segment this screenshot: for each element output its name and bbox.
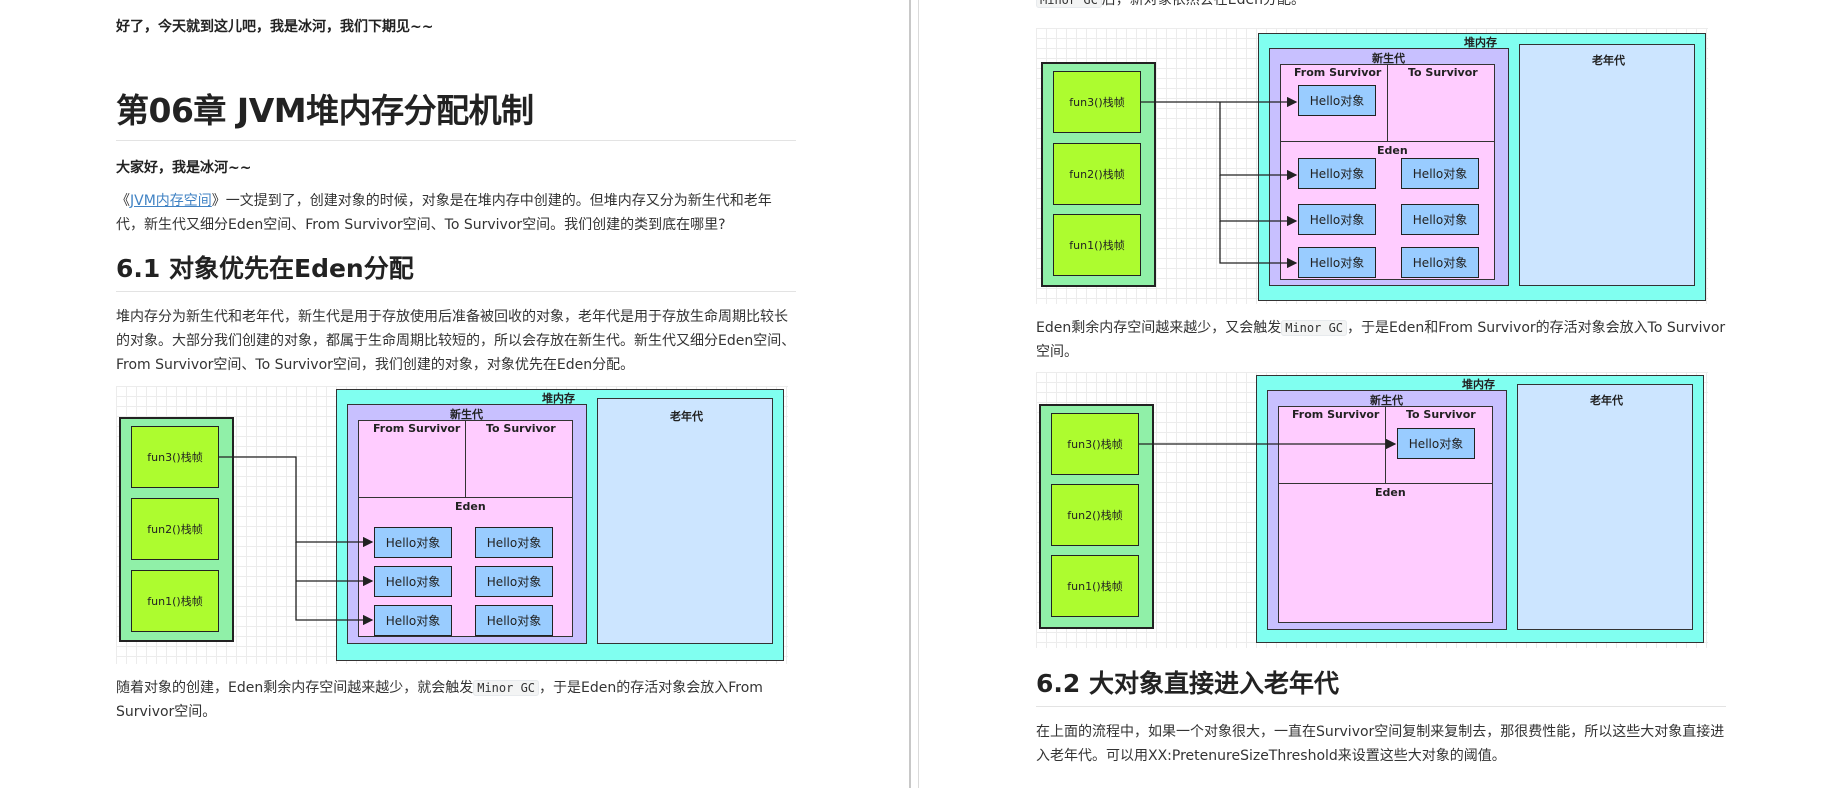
eden-label: Eden bbox=[455, 500, 486, 513]
intro-paragraph: 《JVM内存空间》一文提到了，创建对象的时候，对象是在堆内存中创建的。但堆内存又… bbox=[116, 189, 796, 237]
young-gen-label: 新生代 bbox=[1372, 52, 1405, 65]
frame-fun1: fun1()栈帧 bbox=[1051, 555, 1139, 617]
young-gen-label: 新生代 bbox=[1370, 394, 1403, 407]
old-gen-box bbox=[1519, 44, 1695, 286]
eden-box bbox=[1278, 483, 1493, 623]
chapter-title: 第06章 JVM堆内存分配机制 bbox=[116, 84, 796, 141]
jvm-memory-link[interactable]: JVM内存空间 bbox=[130, 193, 212, 209]
young-gen-label: 新生代 bbox=[450, 408, 483, 421]
hello-object: Hello对象 bbox=[1298, 158, 1376, 189]
heap-diagram-1: fun3()栈帧 fun2()栈帧 fun1()栈帧 堆内存 新生代 From … bbox=[116, 386, 788, 664]
farewell-text: 好了，今天就到这儿吧，我是冰河，我们下期见~~ bbox=[116, 16, 796, 36]
section-6-1-paragraph: 堆内存分为新生代和老年代，新生代是用于存放使用后准备被回收的对象，老年代是用于存… bbox=[116, 309, 796, 373]
reference-arrows bbox=[219, 456, 374, 626]
old-gen-box bbox=[1517, 384, 1693, 630]
greeting-text: 大家好，我是冰河~~ bbox=[116, 160, 252, 176]
old-gen-label: 老年代 bbox=[670, 410, 703, 423]
from-survivor-box bbox=[1278, 406, 1386, 484]
from-survivor-label: From Survivor bbox=[1292, 408, 1380, 421]
hello-object: Hello对象 bbox=[1298, 85, 1376, 116]
frame-fun2: fun2()栈帧 bbox=[1053, 143, 1141, 205]
from-survivor-label: From Survivor bbox=[1294, 66, 1382, 79]
hello-object: Hello对象 bbox=[374, 566, 452, 597]
frame-fun3: fun3()栈帧 bbox=[1051, 413, 1139, 475]
old-gen-label: 老年代 bbox=[1590, 394, 1623, 407]
hello-object: Hello对象 bbox=[475, 527, 553, 558]
section-6-1-title: 6.1 对象优先在Eden分配 bbox=[116, 249, 796, 292]
page-divider bbox=[918, 0, 919, 788]
hello-object: Hello对象 bbox=[1401, 158, 1479, 189]
to-survivor-label: To Survivor bbox=[1406, 408, 1476, 421]
to-survivor-label: To Survivor bbox=[486, 422, 556, 435]
frame-fun3: fun3()栈帧 bbox=[131, 426, 219, 488]
heap-label: 堆内存 bbox=[542, 392, 575, 405]
hello-object: Hello对象 bbox=[374, 527, 452, 558]
top-suffix: 后，新对象依然会在Eden分配。 bbox=[1101, 0, 1306, 8]
hello-object: Hello对象 bbox=[1298, 247, 1376, 278]
intro-prefix: 《 bbox=[116, 193, 130, 209]
frame-fun3: fun3()栈帧 bbox=[1053, 71, 1141, 133]
eden-label: Eden bbox=[1375, 486, 1406, 499]
section-6-2-paragraph: 在上面的流程中，如果一个对象很大，一直在Survivor空间复制来复制去，那很费… bbox=[1036, 724, 1725, 764]
mid-suffix: ，于是Eden和From Survivor的存活对象会放入To Survivor… bbox=[1036, 320, 1726, 360]
after-suffix: ，于是Eden的存活对象会放入From Survivor空间。 bbox=[116, 680, 763, 720]
left-page: 好了，今天就到这儿吧，我是冰河，我们下期见~~ 第06章 JVM堆内存分配机制 … bbox=[0, 0, 910, 788]
to-survivor-box bbox=[465, 420, 573, 498]
from-survivor-label: From Survivor bbox=[373, 422, 461, 435]
minor-gc-code: Minor GC bbox=[473, 680, 540, 696]
intro-suffix: 》一文提到了，创建对象的时候，对象是在堆内存中创建的。但堆内存又分为新生代和老年… bbox=[116, 193, 772, 233]
heap-diagram-3: fun3()栈帧 fun2()栈帧 fun1()栈帧 堆内存 新生代 From … bbox=[1036, 372, 1708, 648]
hello-object: Hello对象 bbox=[1401, 204, 1479, 235]
heap-diagram-2: fun3()栈帧 fun2()栈帧 fun1()栈帧 堆内存 新生代 From … bbox=[1036, 28, 1708, 304]
frame-fun1: fun1()栈帧 bbox=[1053, 214, 1141, 276]
hello-object: Hello对象 bbox=[475, 566, 553, 597]
heap-label: 堆内存 bbox=[1464, 36, 1497, 49]
frame-fun2: fun2()栈帧 bbox=[1051, 484, 1139, 546]
hello-object: Hello对象 bbox=[1397, 428, 1475, 459]
old-gen-label: 老年代 bbox=[1592, 54, 1625, 67]
farewell-line: 好了，今天就到这儿吧，我是冰河，我们下期见~~ bbox=[116, 19, 434, 35]
hello-object: Hello对象 bbox=[1298, 204, 1376, 235]
after-prefix: 随着对象的创建，Eden剩余内存空间越来越少，就会触发 bbox=[116, 680, 474, 696]
to-survivor-label: To Survivor bbox=[1408, 66, 1478, 79]
minor-gc-code: Minor GC bbox=[1036, 0, 1102, 8]
minor-gc-code: Minor GC bbox=[1281, 320, 1348, 336]
hello-object: Hello对象 bbox=[475, 605, 553, 636]
page-divider bbox=[909, 0, 911, 788]
hello-object: Hello对象 bbox=[1401, 247, 1479, 278]
reference-arrows bbox=[1141, 96, 1298, 269]
mid-prefix: Eden剩余内存空间越来越少，又会触发 bbox=[1036, 320, 1282, 336]
frame-fun1: fun1()栈帧 bbox=[131, 570, 219, 632]
eden-label: Eden bbox=[1377, 144, 1408, 157]
old-gen-box bbox=[597, 398, 773, 644]
reference-arrows bbox=[1139, 438, 1397, 450]
frame-fun2: fun2()栈帧 bbox=[131, 498, 219, 560]
section-6-2-title: 6.2 大对象直接进入老年代 bbox=[1036, 664, 1726, 707]
hello-object: Hello对象 bbox=[374, 605, 452, 636]
heap-label: 堆内存 bbox=[1462, 378, 1495, 391]
